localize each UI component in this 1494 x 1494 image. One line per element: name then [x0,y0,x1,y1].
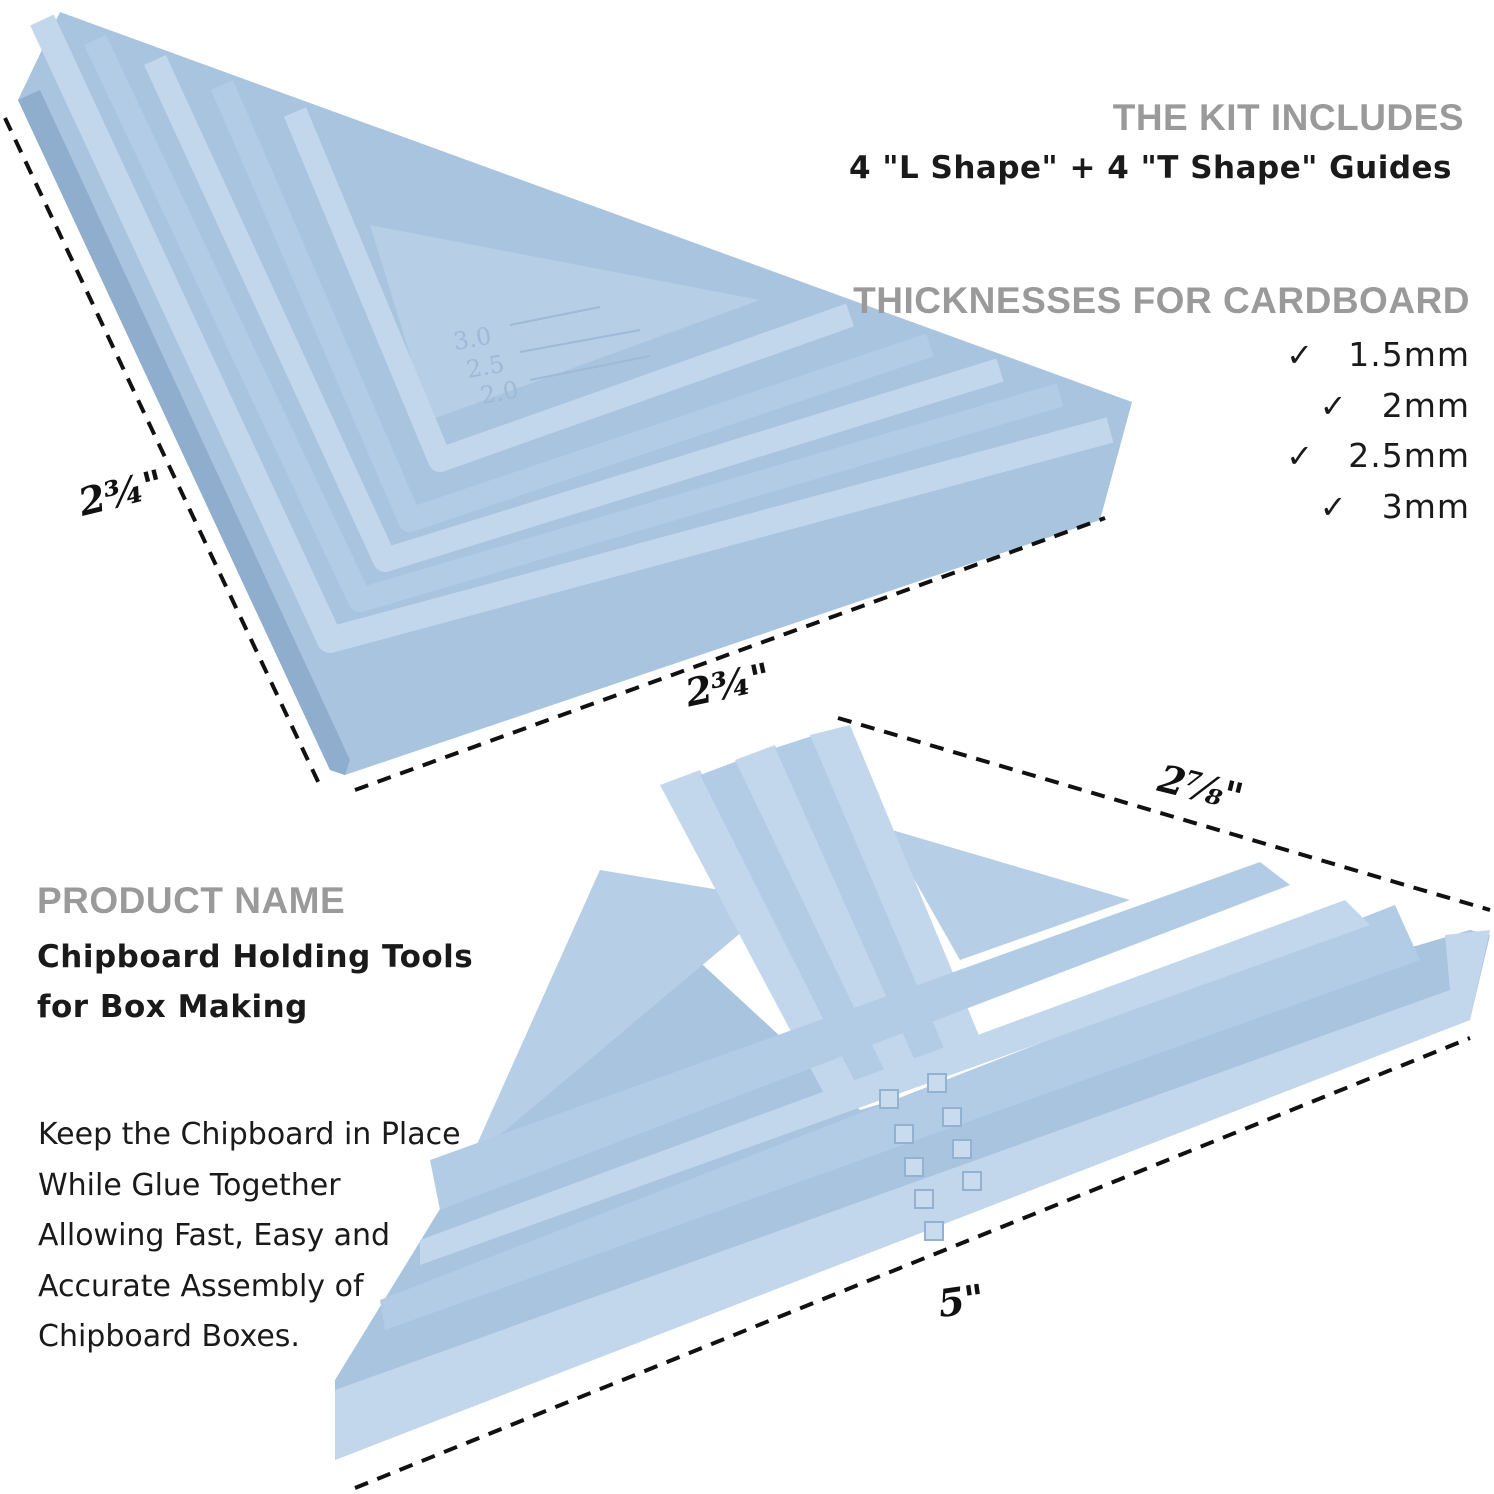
product-heading: PRODUCT NAME [37,880,346,921]
l-guide-base-shadow [18,90,350,775]
kit-heading: THE KIT INCLUDES [1112,97,1464,138]
t-guide-wall-3 [420,900,1370,1265]
thickness-value: 2mm [1381,385,1470,425]
thickness-value: 3mm [1381,486,1470,526]
t-guide-wall-2 [380,905,1420,1330]
check-icon: ✓ [1286,437,1315,475]
thickness-list: ✓1.5mm ✓2mm ✓2.5mm ✓3mm [1286,330,1470,532]
scale-mark: 2.0 [478,376,520,410]
t-bottom-dimension-label: 5" [935,1275,988,1326]
t-guide-wall-4 [430,862,1290,1210]
t-guide-fin-1 [660,770,860,1105]
t-guide-right-plate [885,828,1130,960]
thickness-item: ✓ 1.5mm [1286,330,1470,381]
check-icon: ✓ [1319,386,1348,425]
product-name: Chipboard Holding Tools for Box Making [37,939,474,1025]
l-dim-line-bottom [354,516,1106,792]
l-guide-scale-plate [370,225,760,420]
kit-contents: 4 "L Shape" + 4 "T Shape" Guides [848,150,1452,186]
l-shape-guide: 3.0 2.5 2.0 [3,12,1132,792]
scale-mark: 2.5 [464,350,506,384]
check-icon: ✓ [1286,336,1315,374]
scale-mark: 3.0 [451,322,493,356]
thickness-item: ✓ 2.5mm [1286,431,1470,482]
t-guide-fin-4 [775,735,950,1072]
l-guide-wall-4 [210,80,934,532]
l-guide-wall-3 [144,54,1004,572]
product-description: Keep the Chipboard in Place While Glue T… [38,1117,461,1354]
check-icon: ✓ [1319,487,1348,526]
thickness-heading: THICKNESSES FOR CARDBOARD [853,280,1470,321]
t-dim-line-top [837,716,1491,912]
thickness-item: ✓ 2mm [1286,381,1470,432]
thickness-value: 2.5mm [1348,436,1470,475]
l-guide-wall-1 [30,14,1114,653]
t-shape-guide [335,716,1491,1490]
thickness-value: 1.5mm [1348,335,1470,374]
t-guide-fin-3 [735,745,920,1082]
t-dim-line-bottom [354,1036,1471,1490]
t-guide-fin-2 [700,760,890,1092]
l-guide-wall-5 [283,107,855,472]
l-dim-line-left [3,117,324,791]
l-guide-wall-2 [84,34,1064,612]
t-guide-pegs [879,1073,982,1241]
l-guide-scale-marks: 3.0 2.5 2.0 [451,306,651,410]
t-guide-left-plate [470,870,780,1160]
thickness-item: ✓ 3mm [1286,482,1470,533]
t-guide-wall-1 [335,930,1490,1460]
